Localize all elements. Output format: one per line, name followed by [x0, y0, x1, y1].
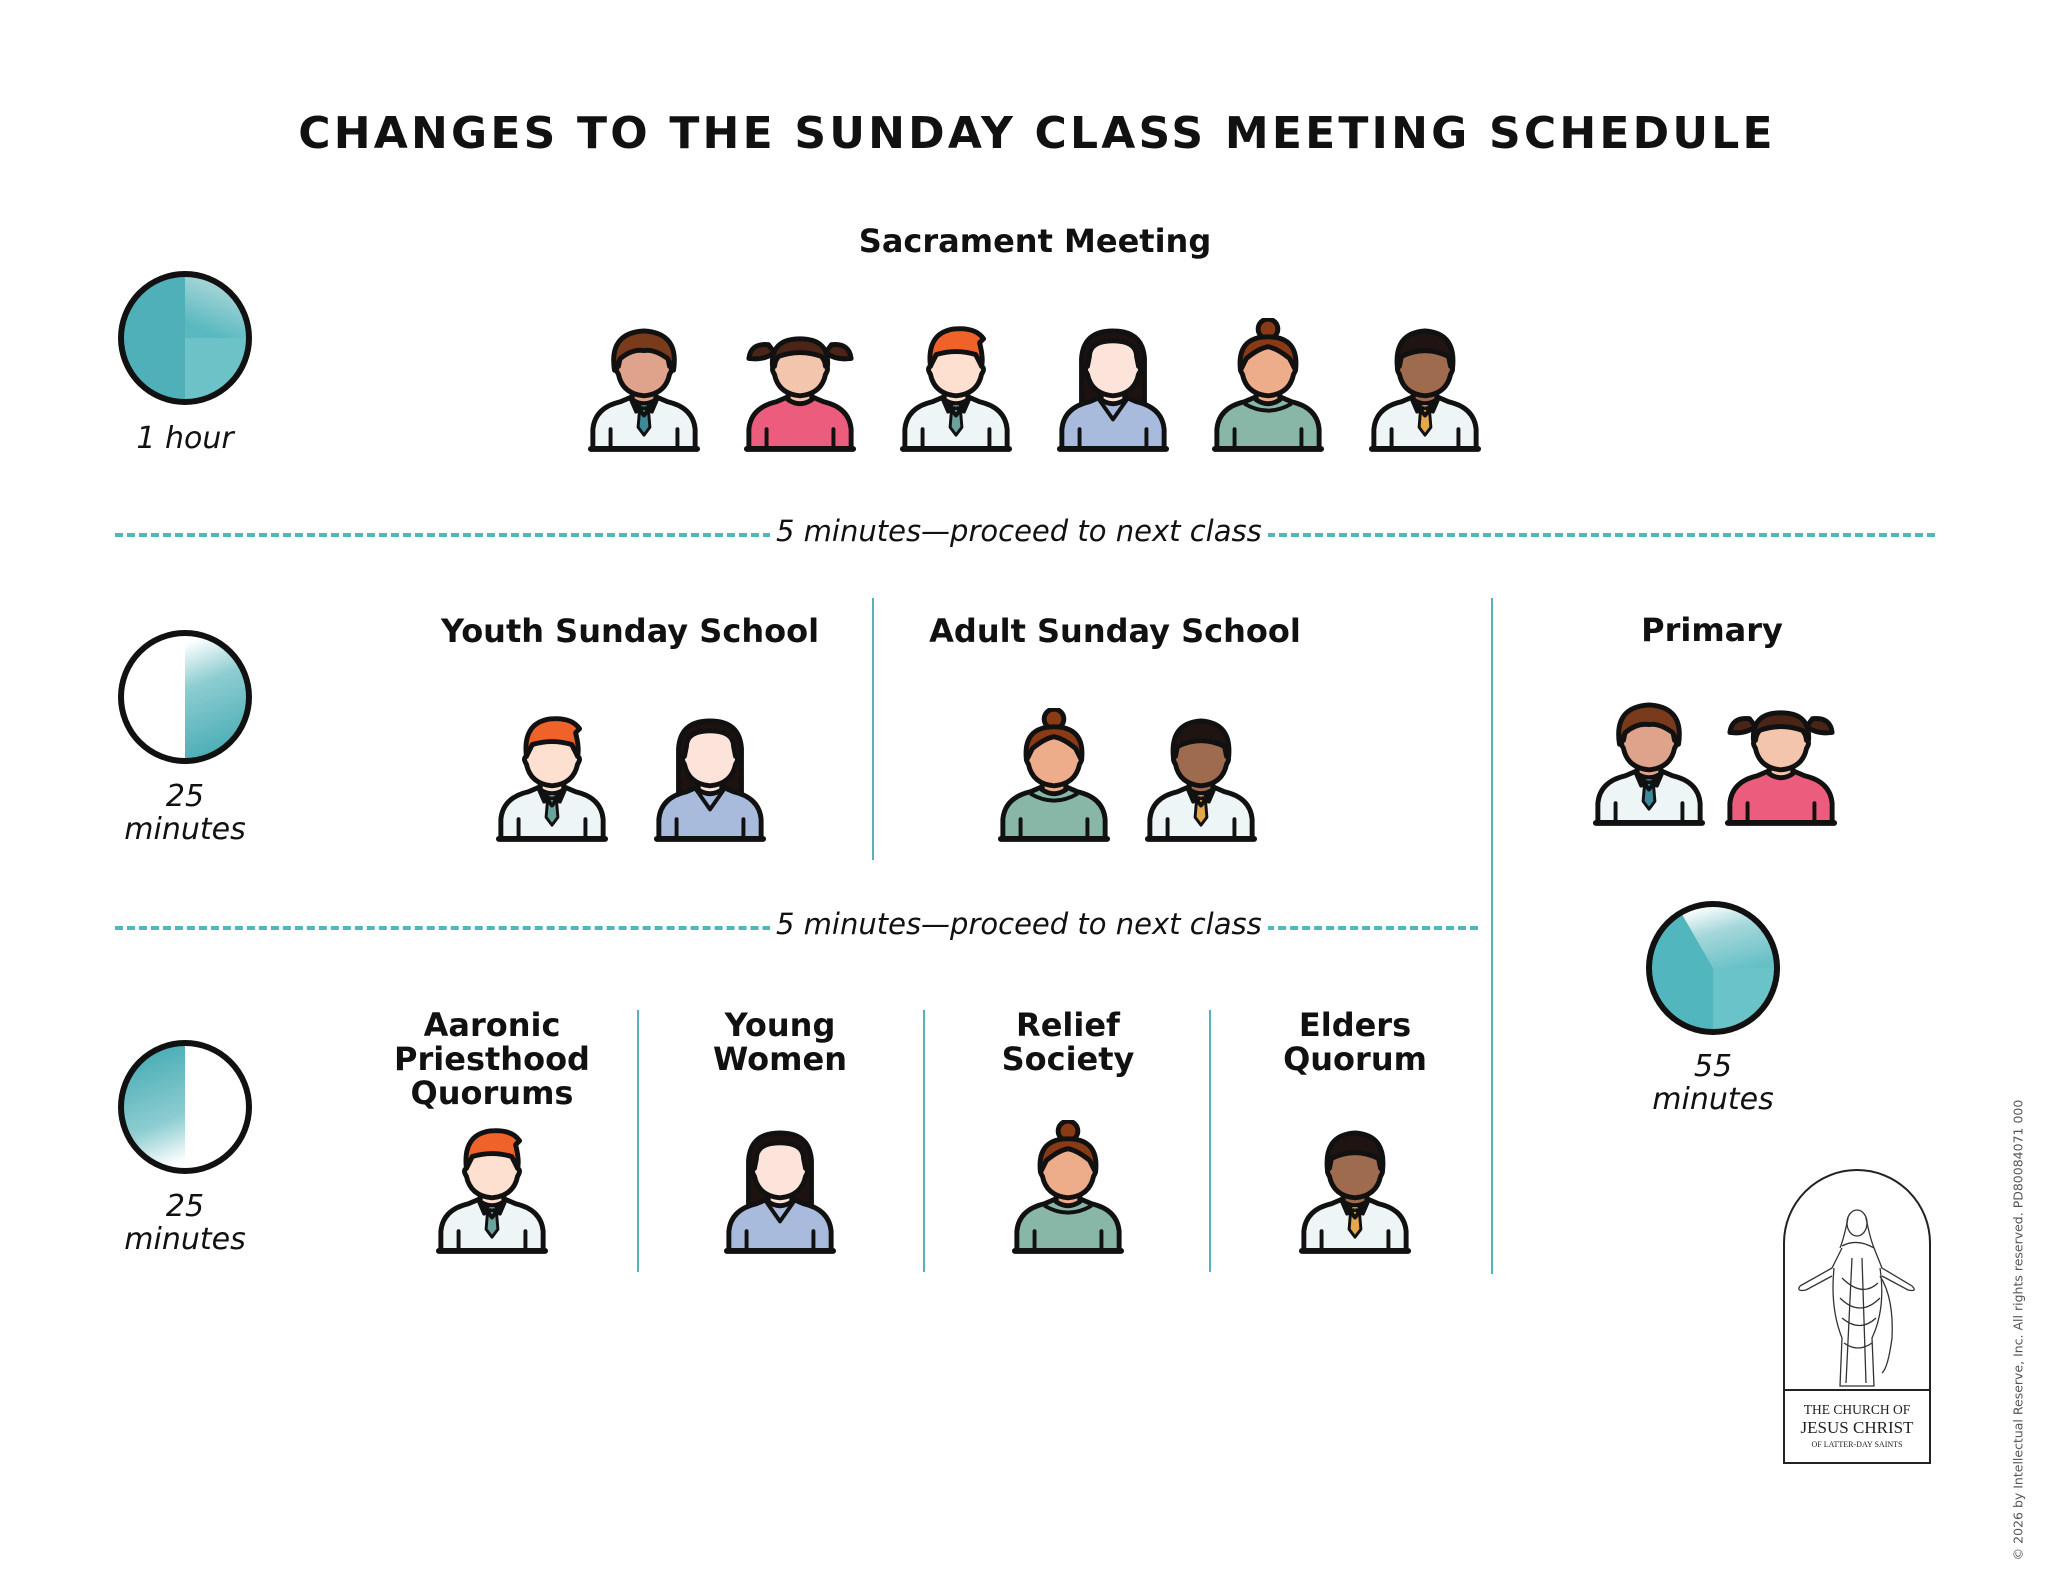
svg-text:OF LATTER-DAY SAINTS: OF LATTER-DAY SAINTS [1812, 1440, 1903, 1449]
sacrament-duration: 1 hour [136, 421, 234, 456]
second-hour-duration-unit: minutes [124, 812, 246, 847]
avatar-man [1296, 1120, 1414, 1256]
person-young-man-icon [493, 716, 611, 844]
avatar-young-man [897, 318, 1015, 454]
young-women-heading: Young Women [713, 1006, 847, 1078]
relief-society-heading: Relief Society [1001, 1006, 1135, 1078]
person-young-man-icon [433, 1128, 551, 1256]
page-title: CHANGES TO THE SUNDAY CLASS MEETING SCHE… [298, 108, 1776, 159]
person-woman-icon [995, 706, 1113, 844]
avatar-young-woman [1054, 318, 1172, 454]
person-young-woman-icon [721, 1130, 839, 1256]
youth-sunday-school-heading: Youth Sunday School [440, 612, 820, 650]
person-man-icon [1142, 718, 1260, 844]
column-divider [923, 1010, 925, 1272]
column-divider [637, 1010, 639, 1272]
primary-heading: Primary [1641, 611, 1783, 649]
avatar-woman [1009, 1118, 1127, 1256]
copyright-notice: © 2026 by Intellectual Reserve, Inc. All… [2010, 1099, 2026, 1561]
person-boy-icon [1590, 702, 1708, 828]
person-young-man-icon [897, 326, 1015, 454]
aaronic-priesthood-quorums-heading: Aaronic Priesthood Quorums [394, 1006, 590, 1112]
clock-55-icon [1646, 901, 1780, 1035]
primary-column-divider [1491, 598, 1493, 1274]
avatar-girl [1722, 692, 1840, 828]
church-logo: THE CHURCH OF JESUS CHRIST OF LATTER-DAY… [1783, 1169, 1931, 1464]
third-hour-duration-unit: minutes [124, 1222, 246, 1257]
avatar-boy [1590, 692, 1708, 828]
column-divider [872, 598, 874, 860]
svg-text:JESUS CHRIST: JESUS CHRIST [1801, 1418, 1915, 1437]
person-woman-icon [1009, 1118, 1127, 1256]
avatar-young-man [493, 708, 611, 844]
clock-25-third-hour-icon [118, 1040, 252, 1174]
second-hour-duration-number: 25 [165, 779, 205, 814]
person-man-icon [1366, 328, 1484, 454]
elders-quorum-heading: Elders Quorum [1283, 1006, 1427, 1078]
person-girl-icon [741, 336, 859, 454]
person-boy-icon [585, 328, 703, 454]
clock-25-second-hour-icon [118, 630, 252, 764]
person-man-icon [1296, 1130, 1414, 1256]
primary-duration-number: 55 [1693, 1049, 1733, 1084]
avatar-woman [995, 706, 1113, 844]
avatar-young-woman [721, 1120, 839, 1256]
transition-label-2: 5 minutes—proceed to next class [770, 907, 1268, 941]
avatar-man [1366, 318, 1484, 454]
sacrament-meeting-heading: Sacrament Meeting [858, 222, 1212, 260]
avatar-young-woman [651, 708, 769, 844]
adult-sunday-school-heading: Adult Sunday School [929, 612, 1301, 650]
person-woman-icon [1209, 316, 1327, 454]
avatar-young-man [433, 1120, 551, 1256]
svg-text:THE CHURCH OF: THE CHURCH OF [1804, 1402, 1911, 1417]
primary-duration-unit: minutes [1652, 1082, 1774, 1117]
person-young-woman-icon [651, 718, 769, 844]
person-girl-icon [1722, 710, 1840, 828]
avatar-girl [741, 318, 859, 454]
column-divider [1209, 1010, 1211, 1272]
avatar-man [1142, 708, 1260, 844]
christus-statue-icon [1798, 1209, 1915, 1387]
third-hour-duration-number: 25 [165, 1189, 205, 1224]
avatar-boy [585, 318, 703, 454]
transition-label-1: 5 minutes—proceed to next class [770, 514, 1268, 548]
avatar-woman [1209, 316, 1327, 454]
person-young-woman-icon [1054, 328, 1172, 454]
clock-60-icon [118, 271, 252, 405]
